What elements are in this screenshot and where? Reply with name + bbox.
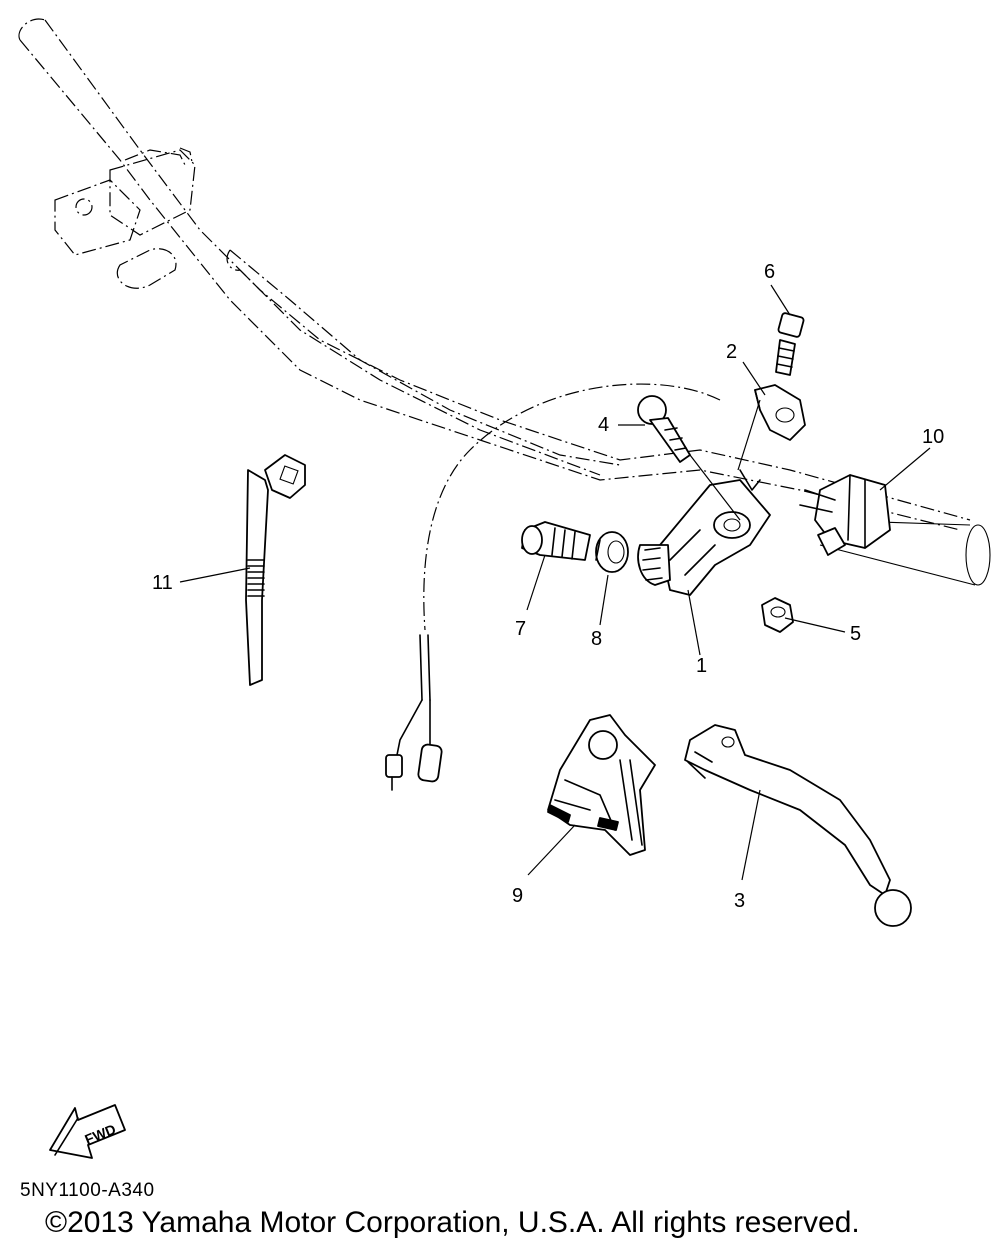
clutch-lever [684,724,912,927]
callout-6: 6 [764,261,775,283]
left-switch-housing [54,147,196,289]
clamp-bracket [754,384,806,441]
callout-4: 4 [598,414,609,436]
callout-11: 11 [152,572,173,594]
callout-1: 1 [696,655,707,677]
lever-cover [547,714,656,856]
bolt-top [775,312,805,376]
callout-5: 5 [850,623,861,645]
leader-lines [179,284,931,881]
lock-nut [761,597,794,633]
callout-8: 8 [591,628,602,650]
pivot-bolt [637,395,691,463]
cable-adjuster [521,521,591,561]
switch-wire-harness [385,383,721,791]
callout-3: 3 [734,890,745,912]
adjuster-locknut [595,531,629,573]
callout-7: 7 [515,618,526,640]
copyright-notice: ©2013 Yamaha Motor Corporation, U.S.A. A… [45,1206,860,1239]
diagram-reference-code: 5NY1100-A340 [20,1180,155,1201]
callout-2: 2 [726,341,737,363]
lever-holder [637,469,771,596]
callout-10: 10 [922,426,944,448]
cable-tie [245,454,306,686]
start-switch [799,474,891,556]
forward-arrow-icon: FWD [49,1104,126,1159]
callout-9: 9 [512,885,523,907]
